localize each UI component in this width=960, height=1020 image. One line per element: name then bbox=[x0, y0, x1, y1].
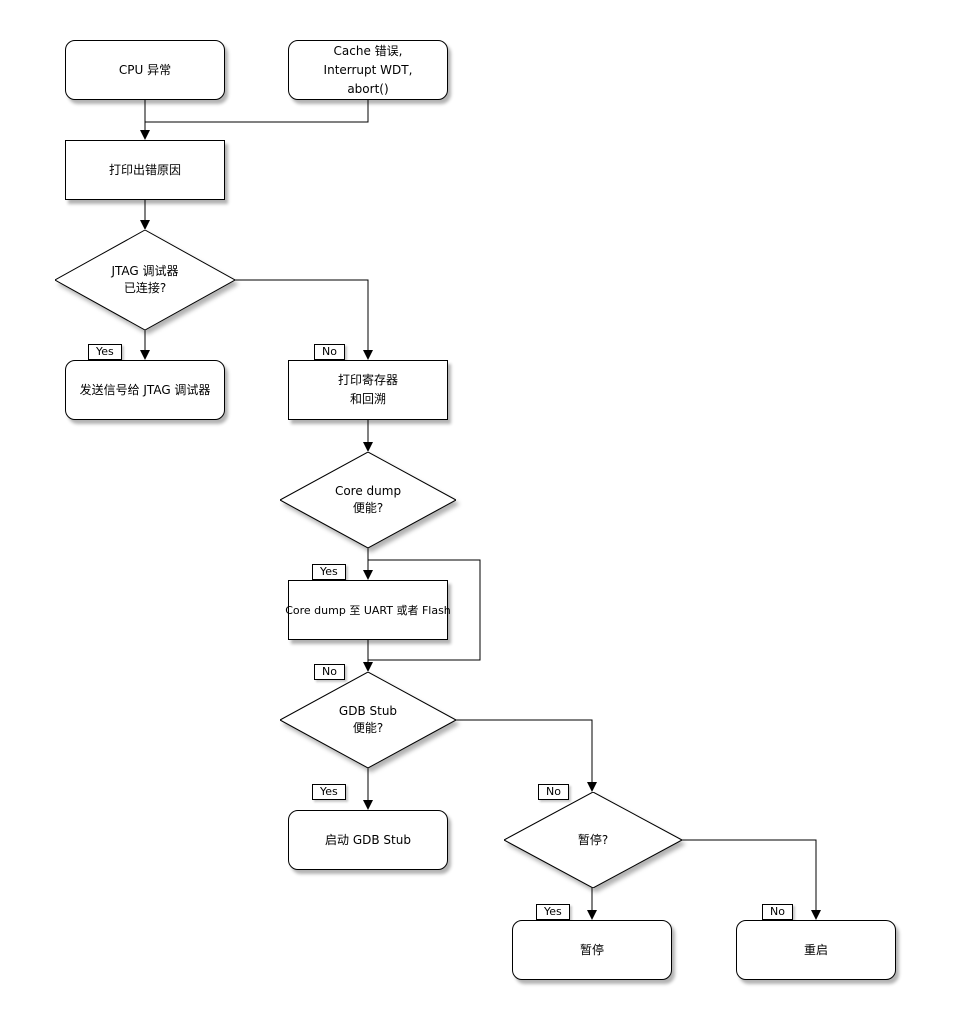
diamond-shape bbox=[504, 792, 682, 888]
node-label: CPU 异常 bbox=[118, 62, 172, 77]
diamond-shape bbox=[280, 452, 456, 548]
node-label-line: Interrupt WDT, bbox=[323, 62, 413, 77]
edge-jtag-no bbox=[235, 279, 373, 360]
node-send-signal-jtag: 发送信号给 JTAG 调试器 bbox=[65, 360, 225, 420]
node-label: 暂停 bbox=[579, 942, 604, 957]
branch-label-no: No bbox=[538, 784, 569, 800]
node-core-dump-dest: Core dump 至 UART 或者 Flash bbox=[285, 580, 451, 640]
decision-halt: 暂停? bbox=[504, 792, 682, 888]
node-start-gdb-stub: 启动 GDB Stub bbox=[288, 810, 448, 870]
node-label-line: 打印寄存器 bbox=[337, 373, 398, 387]
node-halt: 暂停 bbox=[512, 920, 672, 980]
node-label: 打印出错原因 bbox=[108, 162, 181, 177]
node-print-registers: 打印寄存器 和回溯 bbox=[288, 360, 448, 420]
decision-text: JTAG 调试器 已连接? bbox=[111, 264, 179, 295]
decision-text: GDB Stub 便能? bbox=[338, 704, 398, 735]
branch-label-no: No bbox=[314, 664, 345, 680]
node-label-line: abort() bbox=[347, 81, 389, 96]
node-label: Core dump 至 UART 或者 Flash bbox=[285, 603, 451, 617]
node-label: 重启 bbox=[803, 942, 828, 957]
decision-core-dump-enabled: Core dump 便能? bbox=[280, 452, 456, 548]
edge-gdbq-no bbox=[456, 719, 597, 792]
branch-label-no: No bbox=[314, 344, 345, 360]
node-cache-error: Cache 错误, Interrupt WDT, abort() bbox=[288, 40, 448, 100]
diamond-shape bbox=[55, 230, 235, 330]
branch-label-yes: Yes bbox=[312, 564, 346, 580]
decision-text: Core dump 便能? bbox=[334, 484, 402, 515]
node-label-line: 和回溯 bbox=[349, 392, 386, 406]
decision-jtag-connected: JTAG 调试器 已连接? bbox=[55, 230, 235, 330]
node-cpu-exception: CPU 异常 bbox=[65, 40, 225, 100]
edge-haltq-no bbox=[682, 839, 821, 920]
decision-gdb-stub-enabled: GDB Stub 便能? bbox=[280, 672, 456, 768]
branch-label-yes: Yes bbox=[88, 344, 122, 360]
node-label: 启动 GDB Stub bbox=[325, 832, 411, 847]
branch-label-yes: Yes bbox=[536, 904, 570, 920]
node-reboot: 重启 bbox=[736, 920, 896, 980]
node-label-line: Cache 错误, bbox=[333, 43, 403, 58]
node-print-error-reason: 打印出错原因 bbox=[65, 140, 225, 200]
node-label: 发送信号给 JTAG 调试器 bbox=[79, 382, 211, 397]
edge-cache-merge bbox=[145, 100, 369, 123]
diamond-shape bbox=[280, 672, 456, 768]
decision-text: 暂停? bbox=[577, 832, 609, 847]
branch-label-yes: Yes bbox=[312, 784, 346, 800]
branch-label-no: No bbox=[762, 904, 793, 920]
